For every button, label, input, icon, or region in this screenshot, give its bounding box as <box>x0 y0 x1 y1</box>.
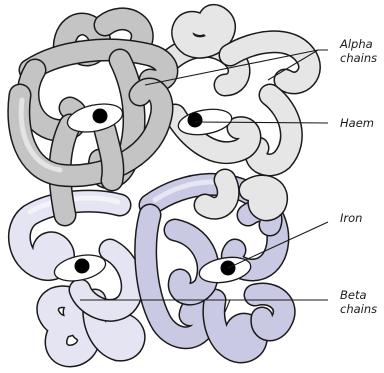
label-iron: Iron <box>340 211 362 225</box>
callout-labels: Alpha chains Haem Iron Beta chains <box>339 37 377 316</box>
iron-atom <box>75 259 90 274</box>
iron-atom <box>93 109 108 124</box>
label-beta-line2: chains <box>340 302 377 316</box>
iron-atom <box>188 113 203 128</box>
label-haem: Haem <box>340 116 374 130</box>
label-alpha-line2: chains <box>340 51 377 65</box>
label-alpha-line1: Alpha <box>339 37 373 51</box>
label-beta-line1: Beta <box>340 288 367 302</box>
